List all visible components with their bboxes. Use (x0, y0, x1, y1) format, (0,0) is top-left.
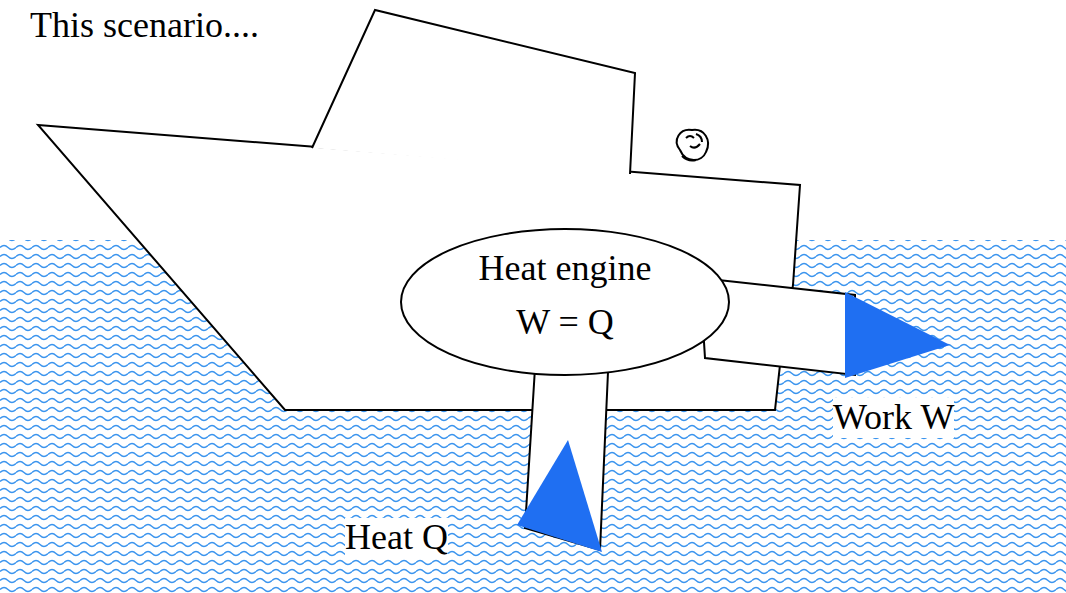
scenario-title: This scenario.... (30, 6, 259, 46)
arrow-label: Heat Q (345, 518, 448, 558)
boat-cabin (312, 10, 635, 174)
node-heading: Heat engine (479, 249, 652, 289)
node-equation: W = Q (516, 303, 614, 343)
work-arrow-head (845, 292, 950, 378)
arrow-label: Work W (833, 398, 954, 438)
sailor-figure (677, 130, 708, 161)
ellipse-shape (401, 229, 729, 375)
heat-arrow-head (517, 440, 602, 552)
heat-engine-ellipse: Heat engine W = Q (400, 228, 730, 376)
boat-hull (38, 125, 800, 410)
node-text-holder: Heat engine W = Q (400, 228, 730, 376)
